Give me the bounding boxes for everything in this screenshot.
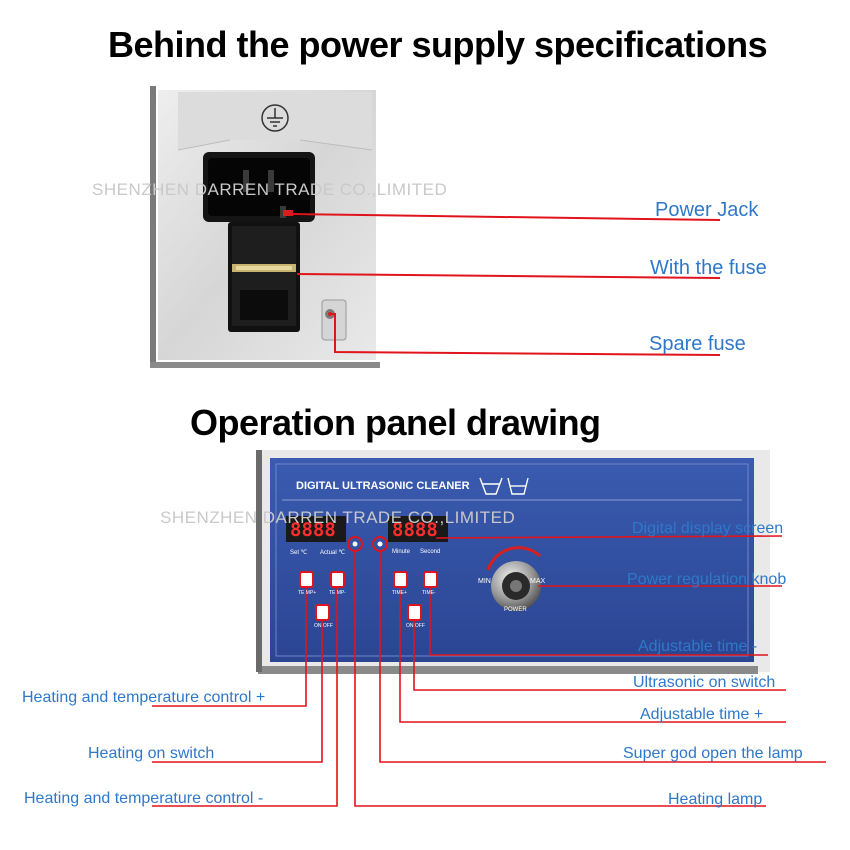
button-label-temp-plus: TE MP+ bbox=[298, 590, 317, 596]
ground-icon bbox=[261, 104, 289, 132]
fuse-holder-icon bbox=[228, 222, 300, 332]
power-knob-icon bbox=[486, 546, 542, 611]
button-label-ultra-onoff: ON OFF bbox=[406, 623, 425, 629]
operation-panel-photo: 8888 8888 bbox=[256, 450, 770, 674]
button-label-heat-onoff: ON OFF bbox=[314, 623, 333, 629]
label-power-knob: Power regulation knob bbox=[627, 571, 787, 588]
knob-max-label: MAX bbox=[530, 578, 546, 585]
panel-leader-lines bbox=[152, 535, 826, 807]
watermark-bottom: SHENZHEN DARREN TRADE CO.,LIMITED bbox=[160, 508, 516, 527]
power-leader-lines bbox=[287, 213, 721, 356]
label-adjustable-time-plus: Adjustable time + bbox=[640, 706, 764, 723]
label-power-jack: Power Jack bbox=[655, 199, 759, 221]
watermark-top: SHENZHEN DARREN TRADE CO.,LIMITED bbox=[92, 180, 448, 199]
label-heating-switch: Heating on switch bbox=[88, 745, 215, 762]
power-jack-icon bbox=[203, 152, 315, 222]
knob-min-label: MIN bbox=[478, 578, 491, 585]
label-digital-display: Digital display screen bbox=[632, 520, 784, 537]
knob-power-label: POWER bbox=[504, 607, 527, 613]
button-label-time-minus: TIME- bbox=[422, 590, 436, 596]
label-adjustable-time-minus: Adjustable time - bbox=[638, 638, 758, 655]
power-supply-title: Behind the power supply specifications bbox=[108, 24, 768, 65]
label-lamp-switch: Super god open the lamp bbox=[623, 745, 803, 762]
button-label-temp-minus: TE MP- bbox=[329, 590, 346, 596]
label-with-fuse: With the fuse bbox=[650, 257, 767, 279]
label-ultrasonic-switch: Ultrasonic on switch bbox=[633, 674, 776, 691]
panel-brand: DIGITAL ULTRASONIC CLEANER bbox=[296, 480, 470, 492]
label-heating-lamp: Heating lamp bbox=[668, 791, 763, 808]
label-heating-temp-minus: Heating and temperature control - bbox=[24, 790, 264, 807]
time-digits: 8888 bbox=[392, 519, 438, 541]
display-label-set: Set ℃ bbox=[290, 550, 308, 556]
display-label-minute: Minute bbox=[392, 549, 411, 555]
display-label-actual: Actual ℃ bbox=[320, 550, 346, 556]
temperature-display bbox=[286, 516, 346, 542]
display-label-second: Second bbox=[420, 549, 441, 555]
label-spare-fuse: Spare fuse bbox=[649, 333, 746, 355]
temperature-digits: 8888 bbox=[290, 519, 336, 541]
power-supply-photo bbox=[150, 86, 380, 368]
button-label-time-plus: TIME+ bbox=[392, 590, 407, 596]
label-heating-temp-plus: Heating and temperature control + bbox=[22, 689, 266, 706]
basket-icon bbox=[479, 477, 529, 495]
operation-panel-title: Operation panel drawing bbox=[190, 402, 601, 443]
